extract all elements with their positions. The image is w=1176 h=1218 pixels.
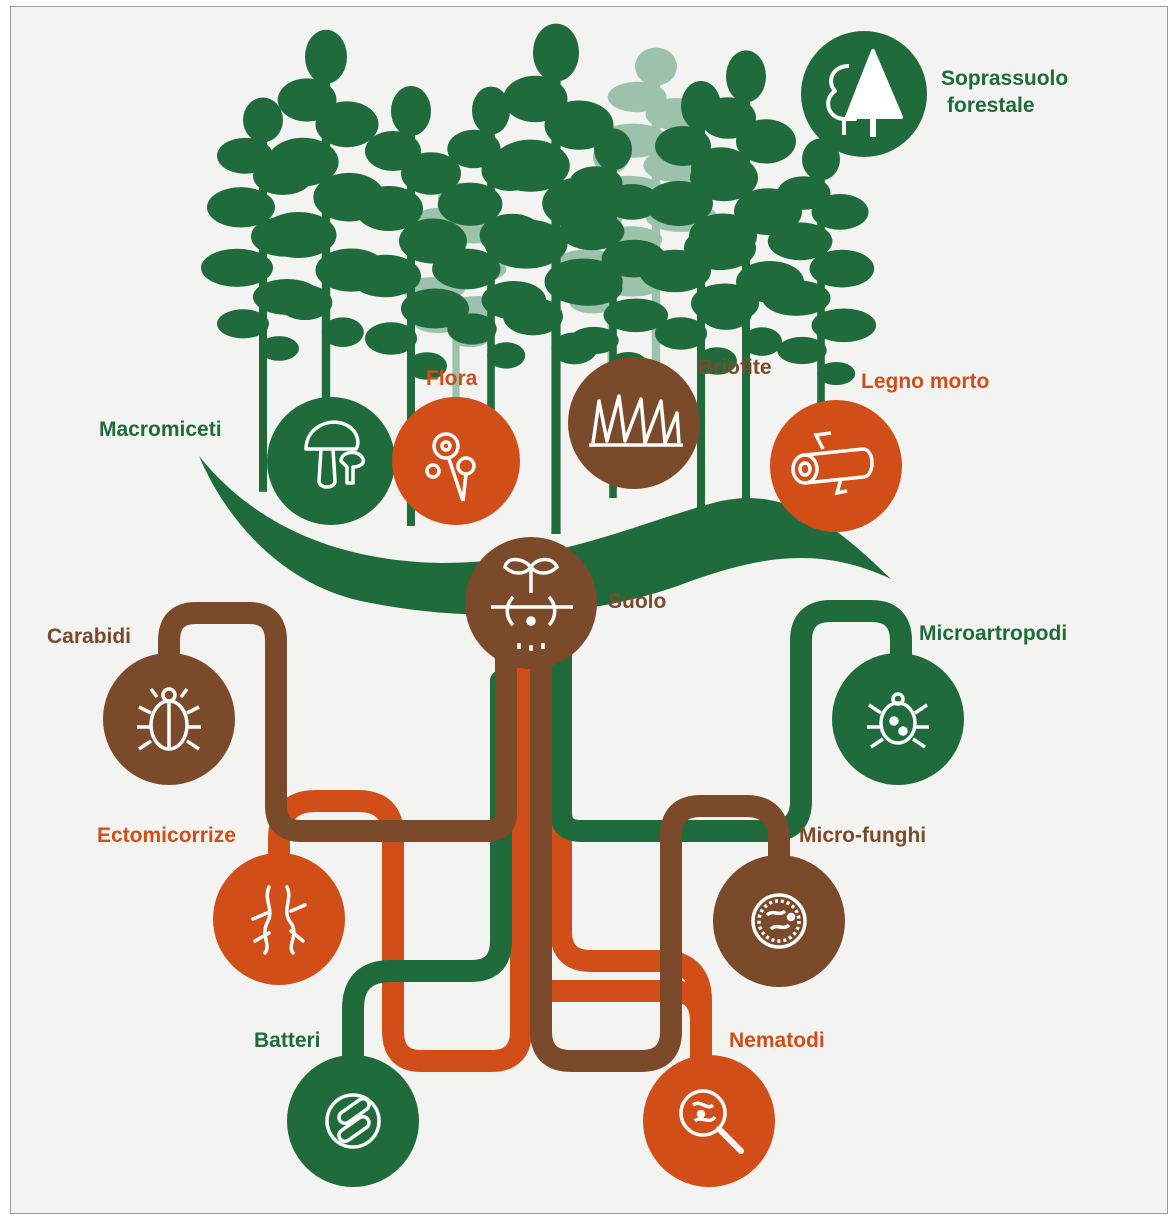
bacteria-icon <box>325 1093 381 1149</box>
infographic-frame: Soprassuolo forestale Macromiceti Flora … <box>10 6 1168 1214</box>
node-flora <box>392 397 520 525</box>
petri-dish-icon <box>751 893 807 949</box>
log-icon <box>791 431 874 496</box>
node-carabidi <box>103 653 235 785</box>
node-batteri <box>287 1055 419 1187</box>
label-carabidi: Carabidi <box>47 625 131 648</box>
moss-icon <box>589 394 683 447</box>
node-micro-funghi <box>713 855 845 987</box>
node-suolo <box>465 537 597 669</box>
soil-sprout-icon <box>491 557 573 651</box>
node-microartropodi <box>832 653 964 785</box>
label-flora: Flora <box>426 367 478 390</box>
label-macromiceti: Macromiceti <box>99 418 222 441</box>
node-briofite <box>568 357 700 489</box>
roots-icon <box>251 885 307 955</box>
label-briofite: Briofite <box>698 356 772 379</box>
node-legno-morto <box>770 400 902 532</box>
beetle-icon <box>137 687 201 751</box>
node-soprassuolo <box>801 31 927 157</box>
label-soprassuolo-line1: Soprassuolo <box>941 67 1068 90</box>
label-microartropodi: Microartropodi <box>919 622 1067 645</box>
root-connections <box>158 600 912 1092</box>
magnifier-icon <box>679 1089 744 1154</box>
node-macromiceti <box>267 397 395 525</box>
node-nematodi <box>643 1055 775 1187</box>
trees-icon <box>826 49 903 137</box>
label-micro-funghi: Micro-funghi <box>799 824 926 847</box>
label-ectomicorrize: Ectomicorrize <box>97 824 236 847</box>
mushroom-icon <box>304 420 366 489</box>
mite-icon <box>867 692 929 749</box>
label-suolo: Suolo <box>608 590 666 613</box>
label-legno-morto: Legno morto <box>861 370 989 393</box>
node-ectomicorrize <box>213 853 345 985</box>
label-nematodi: Nematodi <box>729 1029 825 1052</box>
label-soprassuolo-line2: forestale <box>947 94 1035 117</box>
ground-swoosh <box>199 456 891 615</box>
flower-icon <box>425 432 476 502</box>
forest-soil-diagram: Soprassuolo forestale Macromiceti Flora … <box>47 23 1068 1187</box>
label-batteri: Batteri <box>254 1029 321 1052</box>
